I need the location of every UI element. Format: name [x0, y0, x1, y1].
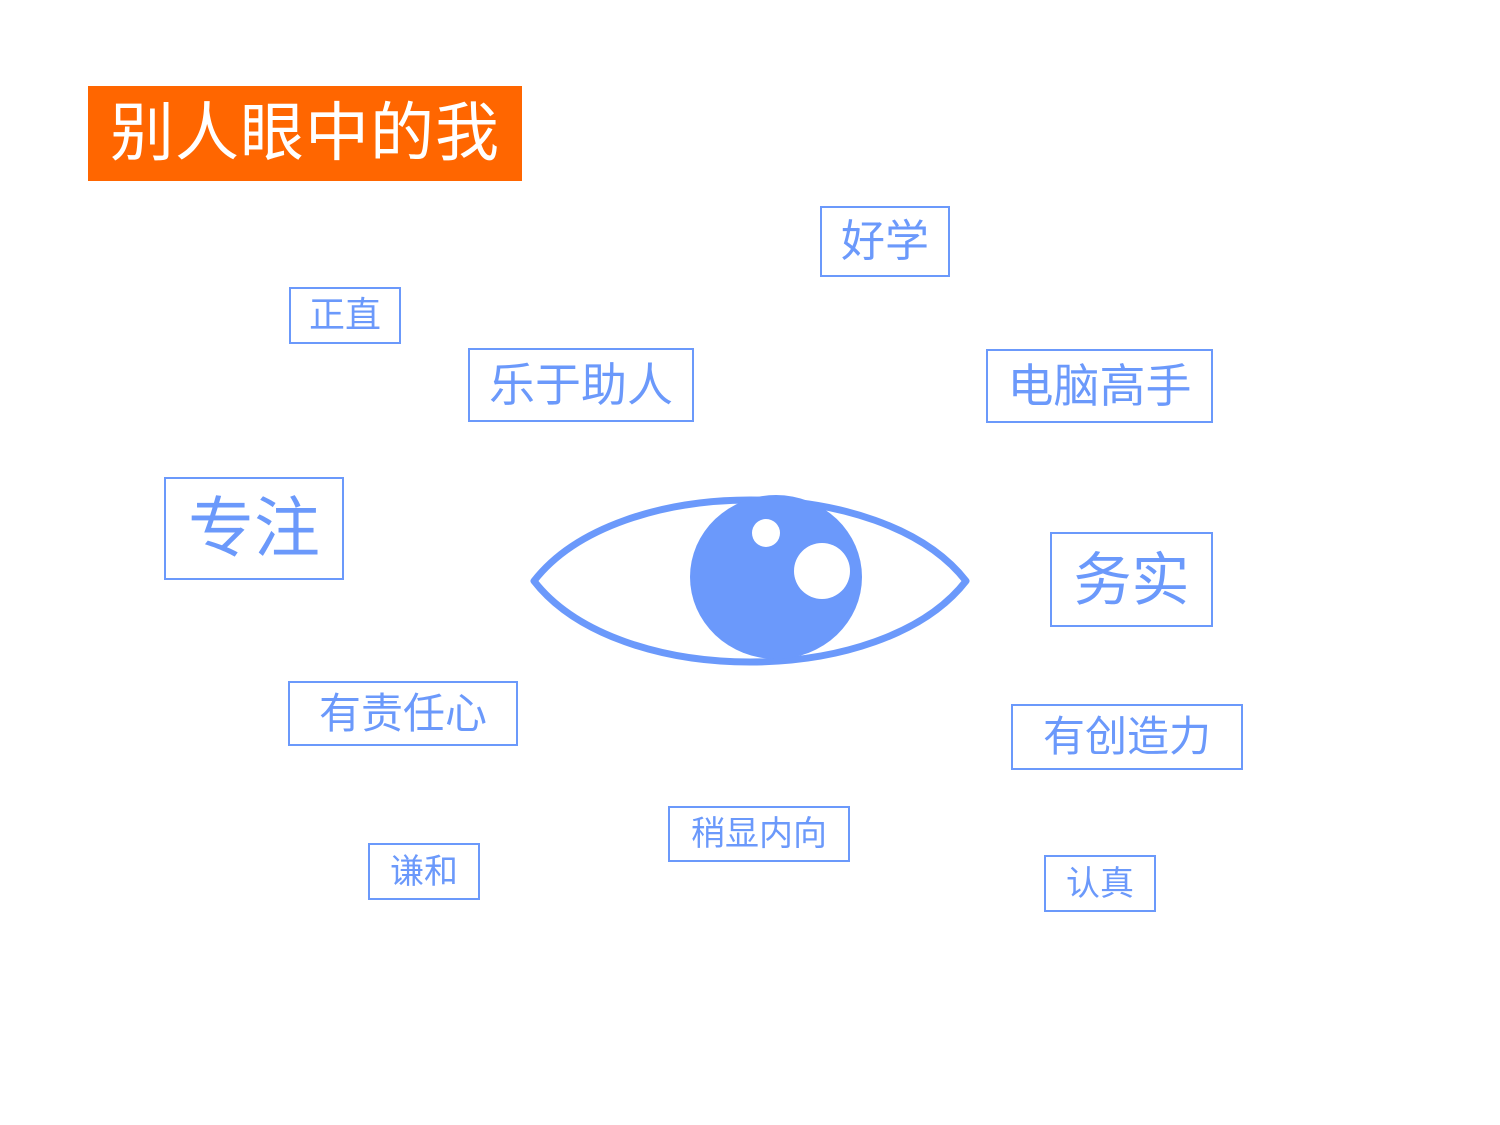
trait-box[interactable]: 有责任心 [288, 681, 518, 746]
trait-box[interactable]: 专注 [164, 477, 344, 580]
trait-box[interactable]: 正直 [289, 287, 401, 344]
trait-label: 认真 [1066, 863, 1134, 904]
eye-iris-shape [690, 495, 862, 659]
trait-box[interactable]: 有创造力 [1011, 704, 1243, 770]
trait-box[interactable]: 乐于助人 [468, 348, 694, 422]
trait-label: 有创造力 [1042, 712, 1211, 761]
eye-highlight-small-icon [752, 519, 780, 547]
slide-title-banner: 别人眼中的我 [88, 86, 522, 181]
trait-box[interactable]: 好学 [820, 206, 950, 277]
trait-box[interactable]: 务实 [1050, 532, 1213, 627]
trait-label: 有责任心 [318, 688, 487, 738]
eye-highlight-large-icon [794, 543, 850, 599]
trait-label: 好学 [841, 215, 929, 267]
trait-box[interactable]: 认真 [1044, 855, 1156, 912]
page-title: 别人眼中的我 [110, 96, 500, 171]
trait-label: 稍显内向 [691, 814, 827, 854]
trait-box[interactable]: 谦和 [368, 843, 480, 900]
trait-box[interactable]: 电脑高手 [986, 349, 1213, 423]
trait-label: 电脑高手 [1007, 359, 1192, 413]
trait-label: 务实 [1073, 545, 1190, 614]
trait-label: 专注 [188, 489, 320, 567]
trait-label: 正直 [308, 294, 381, 336]
eye-illustration [528, 455, 972, 695]
trait-label: 乐于助人 [489, 358, 673, 412]
trait-box[interactable]: 稍显内向 [668, 806, 850, 862]
trait-label: 谦和 [390, 851, 458, 892]
